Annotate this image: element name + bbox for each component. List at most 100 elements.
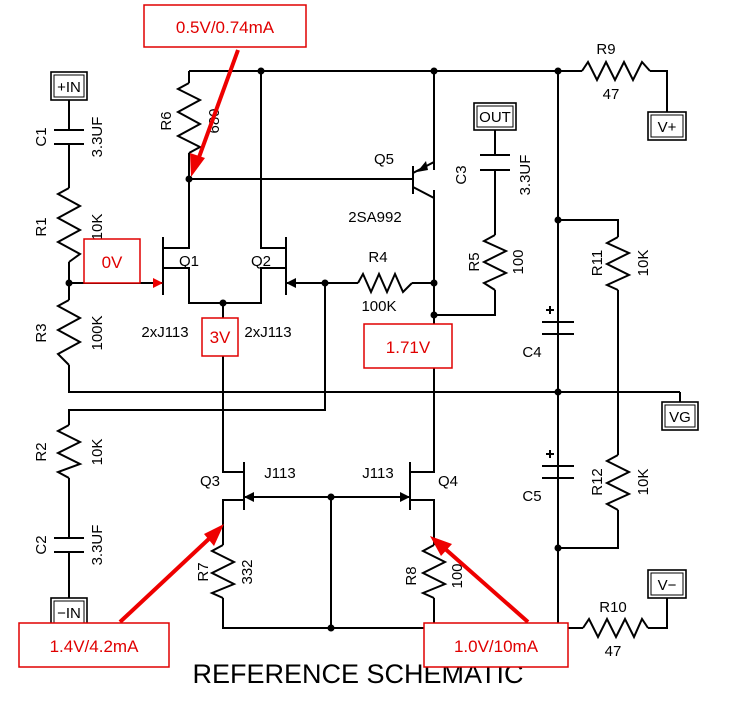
resistors xyxy=(55,59,651,640)
c2-ref: C2 xyxy=(33,535,50,554)
r12-value: 10K xyxy=(635,469,652,496)
annotation-box xyxy=(143,4,307,48)
junction-dot xyxy=(554,388,562,396)
component-labels: C1 3.3UF R1 10K R3 100K R2 10K C2 3.3UF … xyxy=(33,41,652,660)
r3-value: 100K xyxy=(89,315,106,350)
arrowhead-r6-node xyxy=(190,153,205,177)
annotation-box xyxy=(423,622,569,668)
q3-ref: Q3 xyxy=(200,473,220,490)
junction-dot xyxy=(430,67,438,75)
annotation-box xyxy=(201,317,239,357)
annotation-q12-source: 3V xyxy=(210,328,231,347)
annotation-r7-node: 1.4V/4.2mA xyxy=(50,637,139,656)
resistor-r5-symbol xyxy=(481,234,509,291)
resistor-r4-symbol xyxy=(357,271,413,295)
junction-dot xyxy=(554,544,562,552)
r4-ref: R4 xyxy=(368,249,387,266)
q3-part: J113 xyxy=(264,465,295,482)
r7-value: 332 xyxy=(239,559,256,584)
resistor-r6-symbol xyxy=(175,82,203,154)
r7-ref: R7 xyxy=(195,562,212,581)
c2-value: 3.3UF xyxy=(89,525,106,566)
junctions xyxy=(65,67,562,632)
capacitor-c1-symbol xyxy=(54,129,84,145)
r9-value: 47 xyxy=(603,86,620,103)
arrow-r8-node xyxy=(441,545,530,624)
r11-value: 10K xyxy=(635,250,652,277)
q4-part: J113 xyxy=(362,465,393,482)
junction-dot xyxy=(321,279,329,287)
annotation-box xyxy=(83,238,141,284)
capacitor-c3-symbol xyxy=(480,154,510,171)
transistors xyxy=(153,150,435,510)
port-in-pos-label: +IN xyxy=(57,79,81,96)
port-v-pos: V+ xyxy=(647,111,687,141)
r6-ref: R6 xyxy=(158,111,175,130)
capacitor-c2-symbol xyxy=(54,537,84,553)
junction-dot xyxy=(327,493,335,501)
resistor-r11-symbol xyxy=(604,236,632,291)
port-in-neg-label: −IN xyxy=(57,605,81,622)
port-in-pos: +IN xyxy=(50,71,88,101)
arrowhead-r7-node xyxy=(204,524,224,546)
r4-value: 100K xyxy=(361,298,396,315)
jfet-q1-symbol xyxy=(153,237,190,295)
arrow-r6-node xyxy=(196,49,240,161)
jfet-q2-symbol xyxy=(260,237,296,295)
capacitors xyxy=(54,129,574,553)
port-out-label: OUT xyxy=(479,109,511,126)
arrow-r7-node xyxy=(118,534,214,624)
r2-ref: R2 xyxy=(33,442,50,461)
r1-ref: R1 xyxy=(33,217,50,236)
q12-part-left: 2xJ113 xyxy=(141,324,188,341)
resistor-r7-symbol xyxy=(209,544,237,599)
junction-dot xyxy=(327,624,335,632)
annotation-r6-node: 0.5V/0.74mA xyxy=(176,18,275,37)
q2-ref: Q2 xyxy=(251,253,271,270)
resistor-r2-symbol xyxy=(55,424,83,479)
c1-ref: C1 xyxy=(33,127,50,146)
r12-ref: R12 xyxy=(589,468,606,496)
capacitor-c5-symbol xyxy=(542,450,574,479)
r2-value: 10K xyxy=(89,439,106,466)
r8-ref: R8 xyxy=(403,566,420,585)
port-vg: VG xyxy=(661,401,699,431)
pnp-q5-symbol xyxy=(412,150,435,206)
junction-dot xyxy=(554,67,562,75)
arrowhead-r8-node xyxy=(430,536,452,556)
junction-dot xyxy=(65,279,73,287)
capacitor-c4-symbol xyxy=(542,306,574,335)
port-out: OUT xyxy=(473,102,517,131)
resistor-r12-symbol xyxy=(604,454,632,511)
junction-dot xyxy=(430,279,438,287)
port-vg-label: VG xyxy=(669,409,691,426)
annotation-q1-gate: 0V xyxy=(102,253,123,272)
jfet-q3-symbol xyxy=(222,449,254,510)
r1-value: 10K xyxy=(89,214,106,241)
q12-part-right: 2xJ113 xyxy=(244,324,291,341)
c3-value: 3.3UF xyxy=(517,155,534,196)
resistor-r3-symbol xyxy=(55,299,83,366)
junction-dot xyxy=(185,175,193,183)
resistor-r9-symbol xyxy=(581,59,651,83)
resistor-r1-symbol xyxy=(55,187,83,263)
r3-ref: R3 xyxy=(33,323,50,342)
c1-value: 3.3UF xyxy=(89,117,106,158)
port-v-pos-label: V+ xyxy=(658,119,677,136)
junction-dot xyxy=(430,311,438,319)
annotation-box xyxy=(18,622,170,668)
resistor-r8-symbol xyxy=(420,544,448,599)
c5-ref: C5 xyxy=(522,488,541,505)
r8-value: 100 xyxy=(449,563,466,588)
annotation-r4-node: 1.71V xyxy=(386,338,431,357)
q4-ref: Q4 xyxy=(438,473,458,490)
junction-dot xyxy=(257,67,265,75)
annotation-r8-node: 1.0V/10mA xyxy=(454,637,539,656)
c4-ref: C4 xyxy=(522,344,541,361)
port-in-neg: −IN xyxy=(50,597,88,627)
q5-part: 2SA992 xyxy=(348,209,401,226)
ports: +IN −IN OUT V+ V− VG xyxy=(50,71,699,627)
r11-ref: R11 xyxy=(589,250,606,276)
port-v-neg-label: V− xyxy=(658,577,677,594)
